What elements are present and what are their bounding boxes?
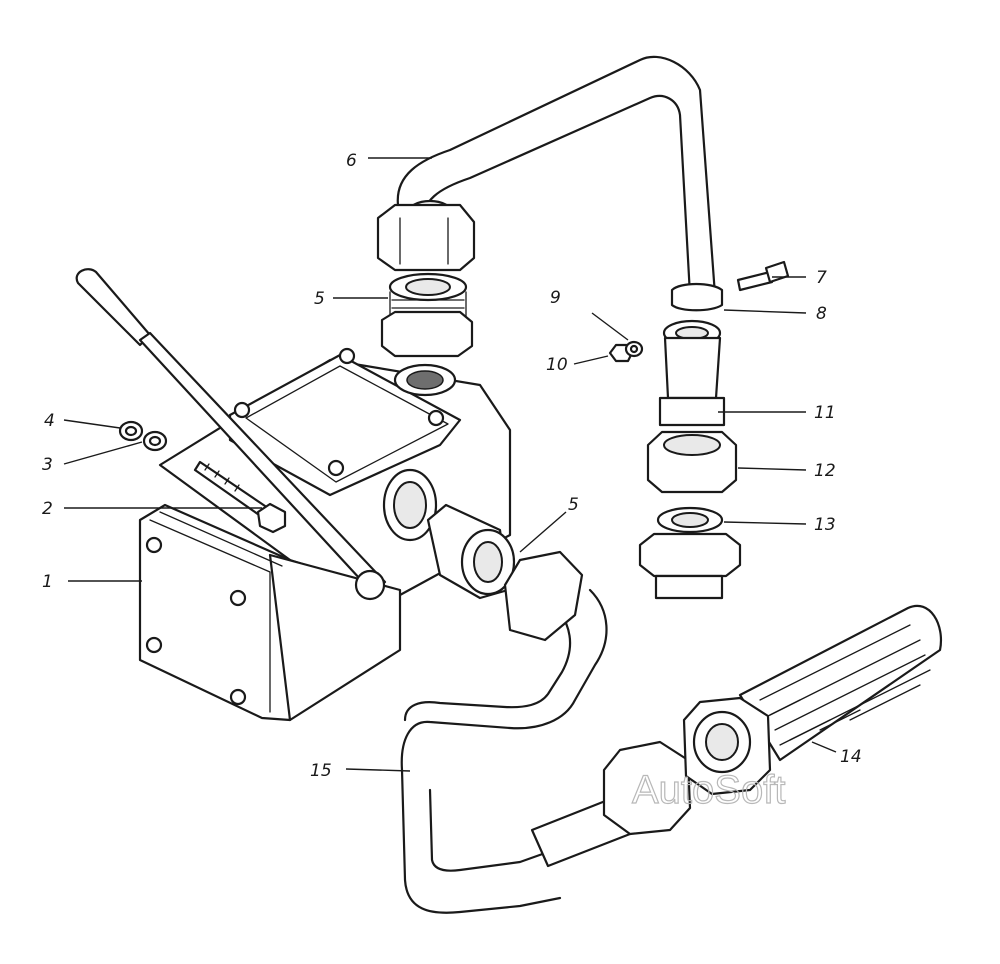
filter-cartridge <box>682 604 943 796</box>
watermark-text: AutoSoft <box>632 768 785 812</box>
front-cover-box <box>138 503 402 722</box>
label-12: 12 <box>814 461 836 481</box>
leader-lines <box>63 157 837 772</box>
upper-union-nut <box>376 203 476 272</box>
washers <box>118 420 168 452</box>
label-5a: 5 <box>314 289 325 309</box>
right-fittings-stack <box>638 319 742 600</box>
label-11: 11 <box>814 403 836 423</box>
hose-clamp <box>670 260 790 312</box>
callout-labels: 1 2 3 4 5 5 6 7 8 9 10 11 12 13 14 15 <box>42 151 862 781</box>
label-10: 10 <box>546 355 568 375</box>
label-5b: 5 <box>568 495 579 515</box>
label-7: 7 <box>816 268 827 288</box>
label-15: 15 <box>310 761 332 781</box>
label-3: 3 <box>42 455 53 475</box>
small-nut-washer <box>608 340 644 363</box>
label-14: 14 <box>840 747 862 767</box>
label-2: 2 <box>42 499 53 519</box>
label-8: 8 <box>816 304 827 324</box>
lower-pipe <box>400 550 692 914</box>
label-13: 13 <box>814 515 836 535</box>
upper-fitting <box>380 272 474 358</box>
label-9: 9 <box>550 288 561 308</box>
bolt <box>193 460 287 534</box>
label-6: 6 <box>346 151 357 171</box>
control-lever <box>75 268 387 601</box>
label-1: 1 <box>42 572 53 592</box>
valve-body <box>158 347 512 597</box>
label-4: 4 <box>44 411 55 431</box>
